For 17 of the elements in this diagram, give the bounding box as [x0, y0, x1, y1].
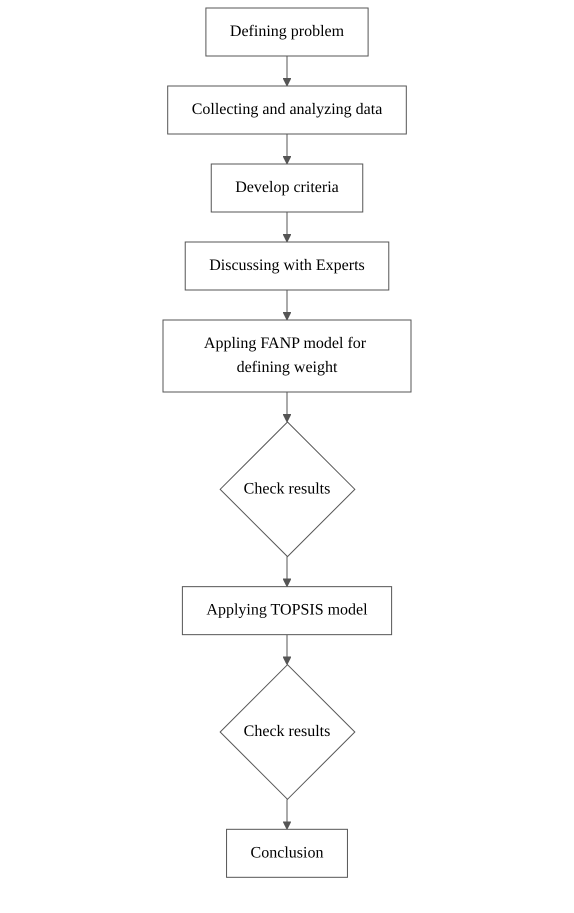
- node-box: Conclusion: [226, 828, 348, 878]
- arrow: [282, 392, 292, 422]
- arrow: [282, 134, 292, 164]
- node-box: Collecting and analyzing data: [167, 86, 407, 134]
- arrow: [282, 212, 292, 242]
- node-box: Appling FANP model for defining weight: [162, 320, 412, 392]
- arrow: [282, 556, 292, 588]
- node-box: Applying TOPSIS model: [182, 586, 392, 636]
- arrow: [282, 634, 292, 666]
- arrow: [282, 798, 292, 830]
- node-diamond: Check results: [219, 664, 356, 800]
- arrow: [282, 56, 292, 86]
- arrow: [282, 290, 292, 320]
- node-box: Defining problem: [205, 8, 369, 56]
- node-diamond: Check results: [219, 421, 356, 558]
- node-box: Discussing with Experts: [184, 242, 390, 290]
- node-box: Develop criteria: [210, 164, 364, 212]
